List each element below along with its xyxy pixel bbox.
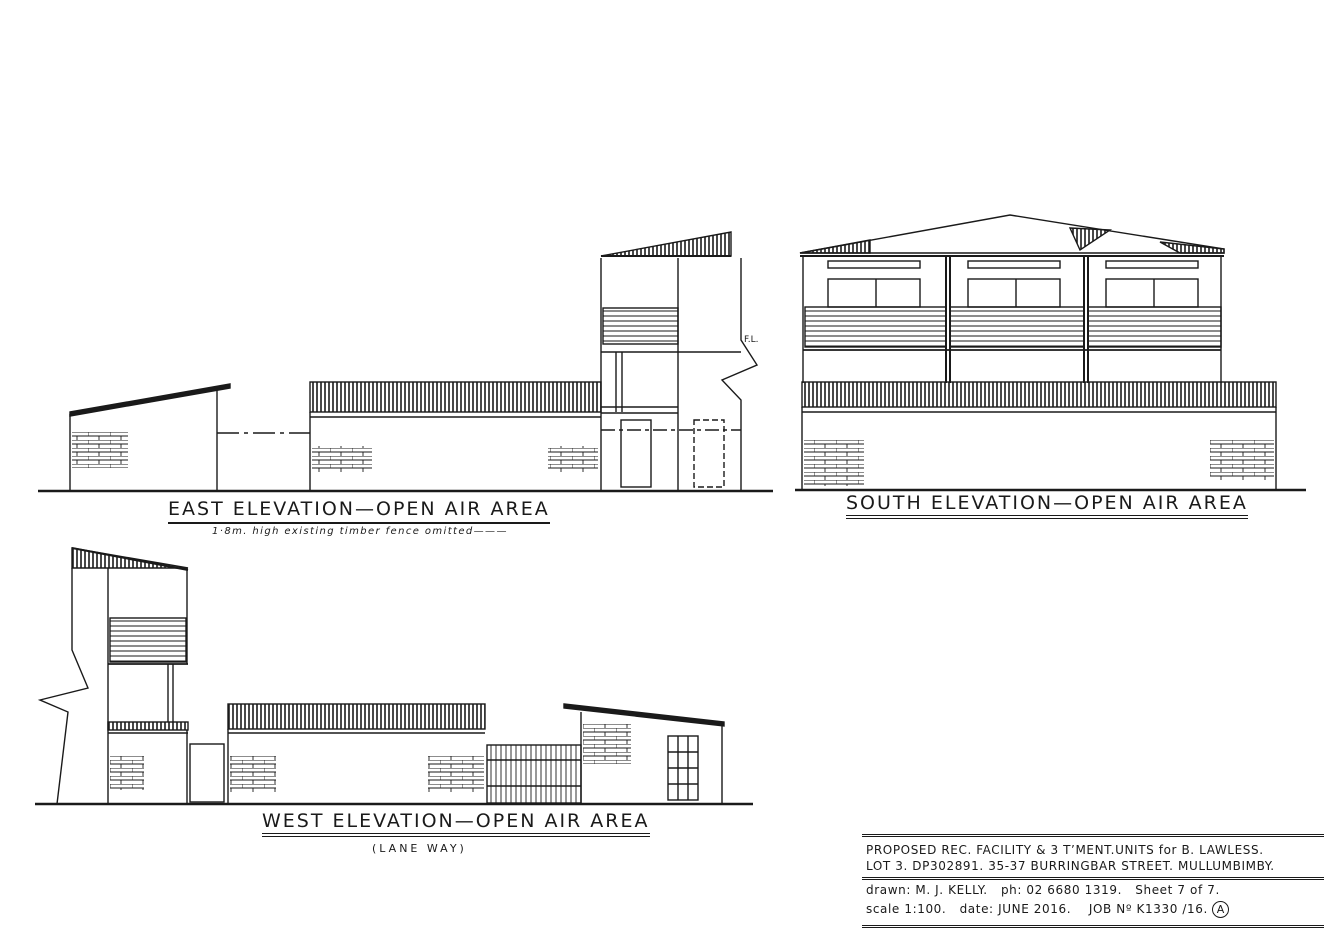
west-elevation-subtitle: (LANE WAY) — [372, 842, 467, 855]
west-elevation-title: WEST ELEVATION—OPEN AIR AREA — [262, 810, 650, 837]
title-block-project: PROPOSED REC. FACILITY & 3 T’MENT.UNITS … — [866, 843, 1264, 857]
title-block-date: date: JUNE 2016. — [959, 902, 1072, 916]
west-lattice-gate — [486, 744, 582, 804]
title-block-drawn: drawn: M. J. KELLY. — [866, 883, 988, 897]
title-block-scale-row: scale 1:100. date: JUNE 2016. JOB Nº K13… — [866, 901, 1230, 918]
east-tower: F.L. — [600, 231, 758, 491]
east-tower-door — [620, 419, 652, 488]
west-right-shed — [563, 703, 725, 804]
east-elevation-note: 1·8m. high existing timber fence omitted… — [212, 526, 508, 537]
east-left-shed — [69, 383, 231, 491]
west-tower-door — [189, 743, 225, 803]
east-tower-dashed-door — [693, 419, 725, 488]
title-block-drawn-row: drawn: M. J. KELLY. ph: 02 6680 1319. Sh… — [866, 883, 1220, 897]
east-middle-block — [309, 381, 602, 491]
south-upper-floor — [802, 256, 1222, 383]
title-block-scale: scale 1:100. — [866, 902, 947, 916]
west-middle-block — [227, 703, 486, 804]
south-roof — [799, 214, 1225, 257]
title-block-job: JOB Nº K1330 /16. — [1088, 902, 1208, 916]
fl-marker: F.L. — [744, 335, 758, 345]
west-elevation — [35, 547, 753, 806]
east-elevation: F.L. — [38, 231, 773, 493]
west-tower — [37, 547, 225, 805]
south-elevation-title: SOUTH ELEVATION—OPEN AIR AREA — [846, 492, 1248, 519]
title-block-sheet: Sheet 7 of 7. — [1135, 883, 1220, 897]
south-elevation — [795, 214, 1306, 492]
title-block-phone: ph: 02 6680 1319. — [1000, 883, 1123, 897]
title-block-address: LOT 3. DP302891. 35-37 BURRINGBAR STREET… — [866, 859, 1275, 873]
title-block: PROPOSED REC. FACILITY & 3 T’MENT.UNITS … — [862, 834, 1324, 928]
revision-circle: A — [1212, 901, 1230, 918]
south-lower-wall — [801, 381, 1277, 490]
east-elevation-title: EAST ELEVATION—OPEN AIR AREA — [168, 498, 550, 524]
